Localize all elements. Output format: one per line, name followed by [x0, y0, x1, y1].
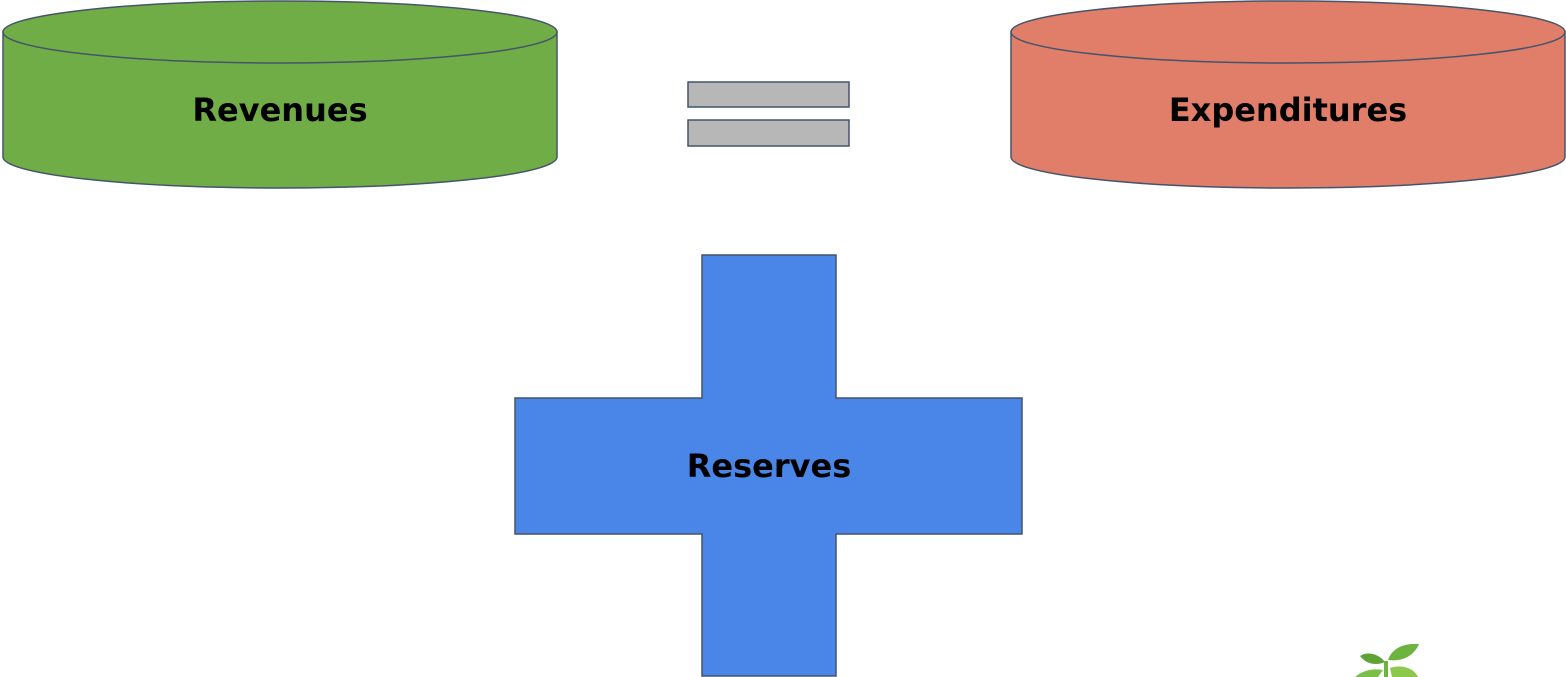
- expenditures-cylinder: Expenditures: [1010, 0, 1566, 189]
- equals-sign: [687, 81, 850, 147]
- revenues-cylinder: Revenues: [2, 0, 558, 189]
- sprout-leaf-bottom-right: [1390, 666, 1418, 677]
- expenditures-cylinder-body: [1010, 31, 1566, 189]
- revenues-cylinder-top: [2, 0, 558, 64]
- equals-bar-bottom: [687, 119, 850, 147]
- sprout-leaf-right: [1388, 643, 1419, 661]
- revenues-cylinder-body: [2, 31, 558, 189]
- reserves-label: Reserves: [687, 447, 851, 485]
- expenditures-label: Expenditures: [1169, 91, 1407, 129]
- revenues-label: Revenues: [192, 91, 367, 129]
- expenditures-cylinder-top: [1010, 0, 1566, 64]
- reserves-plus-shape: [514, 254, 1023, 677]
- sprout-icon: [1355, 643, 1419, 677]
- sprout-leaf-left: [1360, 653, 1385, 664]
- equals-bar-top: [687, 81, 850, 108]
- reserves-plus: Reserves: [514, 254, 1023, 677]
- sprout-leaf-bottom-left: [1355, 669, 1383, 677]
